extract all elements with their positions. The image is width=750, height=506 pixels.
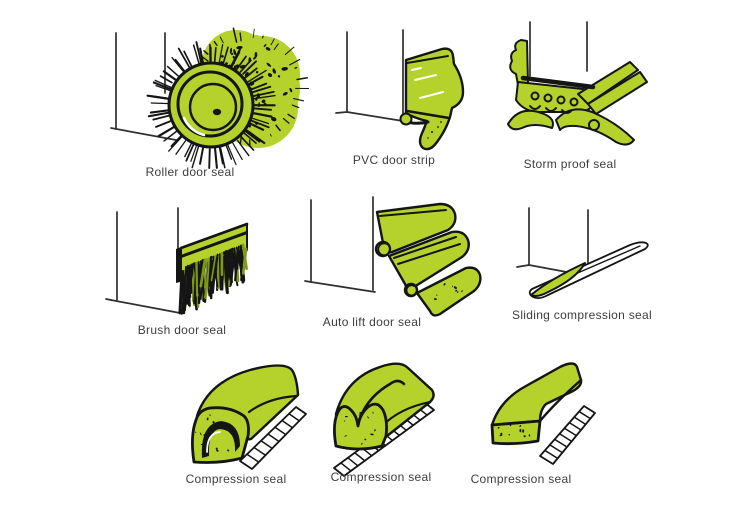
storm-proof-seal-illustration <box>507 21 648 146</box>
d-profile-seal <box>191 364 300 464</box>
figure-auto-lift-door-seal: Auto lift door seal <box>272 190 482 335</box>
seal-speckle-texture <box>433 283 463 301</box>
figure-sliding-compression-seal: Sliding compression seal <box>482 195 682 330</box>
twin-ridge-seal <box>333 362 435 451</box>
figure-roller-door-seal: Roller door seal <box>90 20 310 180</box>
seal-speckle-texture <box>497 424 531 438</box>
figure-label: Sliding compression seal <box>512 308 652 322</box>
roller-door-seal-illustration <box>110 27 310 169</box>
figure-label: PVC door strip <box>352 153 436 167</box>
auto-lift-seal <box>374 202 482 317</box>
figure-compression-seal-twin-ridge: Compression seal <box>281 360 481 490</box>
compression-seal-flat-illustration <box>490 362 596 465</box>
auto-lift-door-seal-illustration <box>304 196 482 317</box>
hatch-base-strip <box>239 406 307 470</box>
sliding-compression-seal-illustration <box>516 207 649 300</box>
figure-label: Auto lift door seal <box>322 315 422 329</box>
seal-speckle-texture <box>343 411 376 445</box>
figure-brush-door-seal: Brush door seal <box>82 195 282 345</box>
hatch-base-strip <box>539 405 596 465</box>
brush-door-seal-illustration <box>105 207 249 315</box>
door-frame <box>529 21 588 77</box>
door-frame <box>304 196 376 293</box>
figure-label: Compression seal <box>470 472 572 486</box>
figure-label: Compression seal <box>330 470 432 484</box>
pvc-strip <box>399 47 465 151</box>
seal-speckle-texture <box>195 414 230 452</box>
figure-compression-seal-d-profile: Compression seal <box>136 360 336 490</box>
flat-seal <box>490 362 583 446</box>
figure-label: Storm proof seal <box>523 157 617 171</box>
compression-seal-twin-ridge-illustration <box>333 362 435 477</box>
figure-label: Compression seal <box>185 472 287 486</box>
storm-seal-profile <box>507 39 648 146</box>
figure-label: Roller door seal <box>145 165 235 179</box>
door-frame <box>335 29 404 122</box>
door-frame <box>105 207 181 314</box>
compression-seal-d-profile-illustration <box>191 364 307 470</box>
figure-label: Brush door seal <box>137 323 227 337</box>
roller-brush <box>146 27 310 169</box>
pvc-door-strip-illustration <box>335 29 465 151</box>
figure-pvc-door-strip: PVC door strip <box>294 25 494 175</box>
sliding-seal <box>528 241 649 300</box>
door-frame <box>110 32 177 141</box>
figure-compression-seal-flat: Compression seal <box>421 360 621 492</box>
brush-bristles <box>178 243 248 315</box>
figure-storm-proof-seal: Storm proof seal <box>470 20 670 171</box>
